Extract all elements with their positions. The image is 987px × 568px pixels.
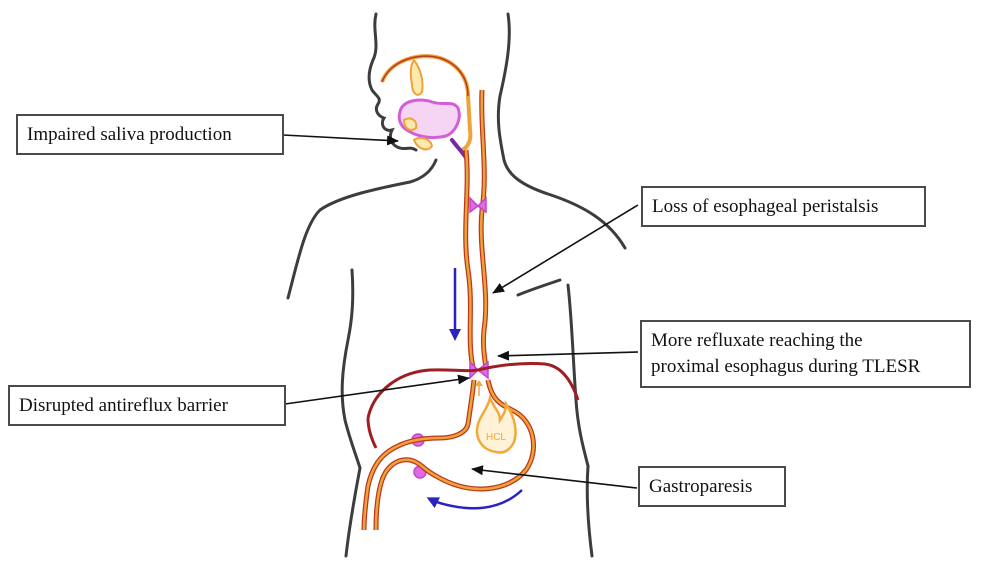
oral-outline-edge: [382, 56, 468, 96]
salivary-gland-2: [414, 138, 432, 149]
back-of-head: [498, 14, 509, 160]
nasal-cavity: [411, 60, 423, 95]
label-loss-peristalsis: Loss of esophageal peristalsis: [641, 186, 926, 227]
right-arm-inner: [518, 280, 560, 295]
pointer-antireflux: [285, 378, 469, 404]
left-shoulder: [288, 160, 436, 298]
acid-label: HCL: [486, 432, 506, 443]
gastric-emptying-arrow: [432, 490, 522, 508]
flow-arrows: [432, 268, 522, 508]
left-arm-inner: [342, 270, 360, 468]
label-loss-peristalsis-text: Loss of esophageal peristalsis: [652, 194, 915, 220]
pointer-saliva: [283, 135, 398, 141]
oral-cavity: [382, 56, 470, 158]
label-gastroparesis: Gastroparesis: [638, 466, 786, 507]
left-hip: [346, 468, 360, 556]
label-more-refluxate: More refluxate reaching the proximal eso…: [640, 320, 971, 388]
label-disrupted-antireflux: Disrupted antireflux barrier: [8, 385, 286, 426]
body-outline: [288, 14, 625, 556]
upper-esophageal-sphincter: [470, 198, 486, 212]
label-disrupted-antireflux-text: Disrupted antireflux barrier: [19, 393, 275, 419]
pointer-peristalsis: [493, 205, 638, 293]
label-more-refluxate-line2: proximal esophagus during TLESR: [651, 354, 960, 380]
stomach: [364, 380, 534, 530]
esophagus-left-wall-inner: [466, 150, 474, 372]
right-shoulder: [504, 160, 625, 248]
diaphragm-left-edge: [368, 418, 376, 448]
right-torso: [568, 285, 588, 466]
acid-flame: HCL: [475, 380, 516, 453]
pointer-refluxate: [498, 352, 638, 356]
label-impaired-saliva-text: Impaired saliva production: [27, 122, 273, 148]
label-more-refluxate-line1: More refluxate reaching the: [651, 328, 960, 354]
label-impaired-saliva: Impaired saliva production: [16, 114, 284, 155]
label-gastroparesis-text: Gastroparesis: [649, 474, 775, 500]
right-hip: [587, 466, 592, 556]
salivary-gland-1: [404, 118, 416, 130]
